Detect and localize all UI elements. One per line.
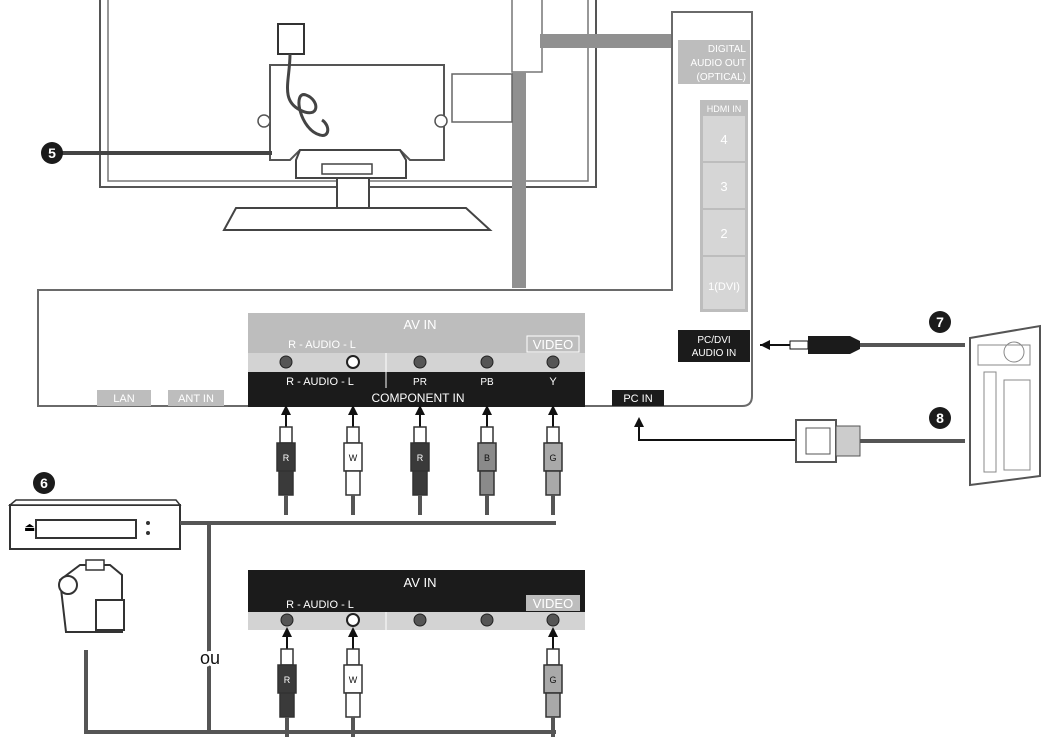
bottom-plug-0: R: [277, 627, 297, 737]
top-plug-label-3: B: [484, 453, 490, 463]
pc-dvi-line2: AUDIO IN: [692, 348, 736, 359]
dvd-player: ⏏: [7, 499, 182, 550]
pc-tower: [969, 324, 1041, 487]
ant-in-port[interactable]: [168, 390, 224, 406]
or-label: ou: [200, 648, 220, 668]
top-plug-0: R: [276, 405, 296, 515]
av-in-top-label: AV IN: [404, 317, 437, 332]
lan-port[interactable]: [97, 390, 151, 406]
comp-audio-label: R - AUDIO - L: [286, 376, 354, 388]
hdmi-port-4[interactable]: [703, 116, 745, 161]
hdmi-1-label: 1(DVI): [708, 281, 740, 293]
top-plug-4: G: [543, 405, 563, 515]
hdmi-2-label: 2: [720, 226, 727, 241]
lower-jack-3[interactable]: [413, 613, 427, 627]
digital-audio-line1: DIGITAL: [708, 44, 747, 55]
bottom-plug-label-0: R: [284, 675, 291, 685]
svg-text:⏏: ⏏: [24, 520, 35, 534]
lower-jack-audio-r[interactable]: [280, 613, 294, 627]
lower-jack-video[interactable]: [546, 613, 560, 627]
av-component-panel: AV IN R - AUDIO - L VIDEO R - AUDIO - L …: [248, 313, 585, 407]
hdmi-3-label: 3: [720, 179, 727, 194]
lower-jack-4[interactable]: [480, 613, 494, 627]
callout-8: 8: [929, 407, 951, 429]
hdmi-4-label: 4: [720, 132, 727, 147]
source-wiring: [84, 521, 556, 734]
digital-audio-out-label-box: [678, 40, 750, 84]
lower-av-in-label: AV IN: [404, 575, 437, 590]
top-plug-label-2: R: [417, 453, 424, 463]
hdmi-in-label: HDMI IN: [707, 104, 742, 114]
pc-dvi-audio-in-port[interactable]: [678, 330, 750, 362]
jack-y[interactable]: [546, 355, 560, 369]
ant-in-label: ANT IN: [178, 393, 214, 405]
pc-in-port[interactable]: [612, 390, 664, 406]
pc-in-label: PC IN: [623, 393, 652, 405]
lower-audio-label: R - AUDIO - L: [286, 599, 354, 611]
digital-audio-line2: AUDIO OUT: [690, 58, 746, 69]
component-in-label: COMPONENT IN: [371, 391, 464, 405]
jack-audio-l[interactable]: [346, 355, 360, 369]
hdmi-port-3[interactable]: [703, 163, 745, 208]
top-plug-3: B: [477, 405, 497, 515]
jack-audio-r[interactable]: [279, 355, 293, 369]
bottom-plug-label-2: G: [549, 675, 556, 685]
top-plug-label-4: G: [549, 453, 556, 463]
audio-cable: [760, 336, 965, 354]
bottom-plug-2: G: [543, 627, 563, 737]
callout-8-label: 8: [936, 410, 944, 426]
top-plug-label-1: W: [349, 453, 358, 463]
jack-pr[interactable]: [413, 355, 427, 369]
top-plug-2: R: [410, 405, 430, 515]
bottom-plug-1: W: [343, 627, 363, 737]
lower-av-in-panel: AV IN R - AUDIO - L VIDEO: [248, 570, 585, 630]
video-top-label: VIDEO: [533, 337, 573, 352]
hdmi-port-2[interactable]: [703, 210, 745, 255]
top-plug-1: W: [343, 405, 363, 515]
camcorder: [58, 559, 125, 633]
vga-cable: [634, 417, 965, 463]
lower-video-label: VIDEO: [533, 596, 573, 611]
top-plug-label-0: R: [283, 453, 290, 463]
pc-dvi-line1: PC/DVI: [697, 335, 730, 346]
tv-rear-panel: [37, 11, 753, 407]
comp-y-label: Y: [549, 376, 557, 388]
tv-back-illustration: [99, 0, 672, 288]
lower-jack-audio-l[interactable]: [346, 613, 360, 627]
bottom-plug-label-1: W: [349, 675, 358, 685]
digital-audio-line3: (OPTICAL): [697, 72, 746, 83]
callout-5: 5: [41, 142, 272, 164]
callout-7: 7: [929, 311, 951, 333]
hdmi-port-1-dvi[interactable]: [703, 257, 745, 309]
callout-6: 6: [33, 472, 55, 494]
callout-6-label: 6: [40, 475, 48, 491]
jack-pb[interactable]: [480, 355, 494, 369]
callout-7-label: 7: [936, 314, 944, 330]
av-audio-top-label: R - AUDIO - L: [288, 339, 356, 351]
lan-label: LAN: [113, 393, 134, 405]
comp-pr-label: PR: [413, 377, 427, 388]
comp-pb-label: PB: [480, 377, 494, 388]
callout-5-label: 5: [48, 145, 56, 161]
